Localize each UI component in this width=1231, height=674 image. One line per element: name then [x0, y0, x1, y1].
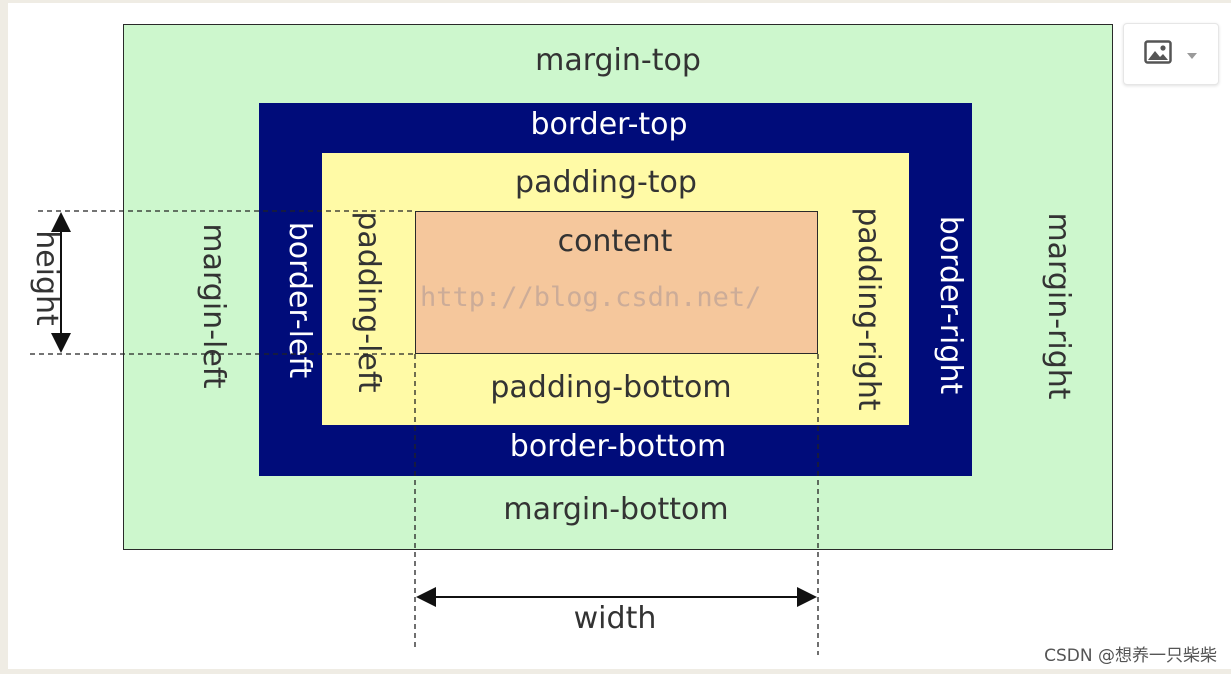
padding-top-label: padding-top — [515, 165, 697, 200]
image-icon — [1144, 40, 1172, 68]
margin-top-label: margin-top — [535, 43, 701, 78]
margin-left-label: margin-left — [196, 223, 231, 389]
border-bottom-label: border-bottom — [509, 429, 727, 464]
watermark-text: http://blog.csdn.net/ — [420, 282, 762, 313]
caret-down-icon[interactable] — [1186, 45, 1198, 64]
content-area — [415, 211, 818, 354]
width-label: width — [573, 601, 657, 636]
border-top-label: border-top — [530, 107, 688, 142]
content-label: content — [557, 224, 673, 259]
border-right-label: border-right — [933, 215, 968, 395]
padding-right-label: padding-right — [851, 207, 886, 411]
image-options-button[interactable] — [1123, 23, 1219, 85]
height-label: height — [29, 230, 64, 326]
margin-bottom-label: margin-bottom — [503, 492, 729, 527]
padding-bottom-label: padding-bottom — [490, 370, 732, 405]
border-left-label: border-left — [282, 221, 317, 379]
margin-right-label: margin-right — [1041, 212, 1076, 400]
author-credit: CSDN @想养一只柴柴 — [1044, 646, 1217, 666]
padding-left-label: padding-left — [351, 211, 386, 393]
